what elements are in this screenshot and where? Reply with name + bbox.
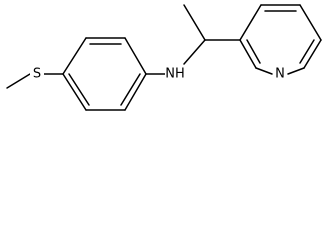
bond-nh-ch (183, 39, 206, 65)
structure-canvas: S NH N (0, 0, 327, 111)
pyridine-nitrogen-label: N (275, 67, 285, 82)
pyridine-ring (239, 4, 322, 69)
amine-label: NH (165, 67, 185, 82)
molecule-structure-diagram: S NH N (6, 4, 322, 111)
bond-methyl-s (6, 73, 31, 89)
sulfur-label: S (33, 67, 41, 82)
bond-ch-methyl (183, 4, 206, 41)
bond-pyridine-n-left (255, 67, 273, 75)
benzene-ring (62, 37, 147, 111)
bond-pyridine-n-right (287, 67, 305, 75)
